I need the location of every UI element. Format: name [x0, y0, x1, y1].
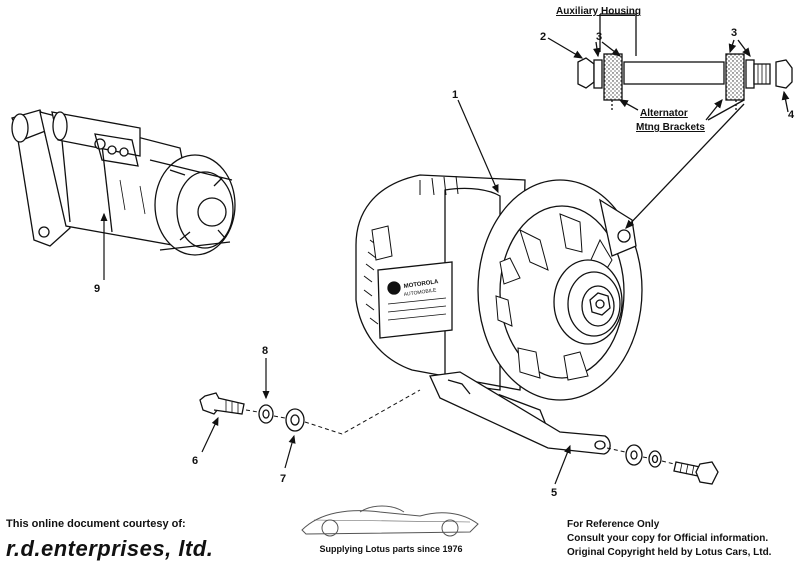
callout-numbers: 1 2 3 3 4 5 6 7 8 9 — [94, 27, 795, 499]
callout-3-right: 3 — [731, 27, 737, 39]
inset-brackets-line2: Mtng Brackets — [636, 122, 705, 133]
lock-washer-8 — [258, 404, 274, 424]
callout-5: 5 — [551, 487, 557, 499]
company-name: r.d.enterprises, ltd. — [6, 536, 214, 561]
mounting-bracket — [429, 371, 611, 455]
reference-line-2: Consult your copy for Official informati… — [567, 533, 769, 544]
inset-title: Auxiliary Housing — [556, 6, 641, 17]
courtesy-text: This online document courtesy of: — [6, 518, 186, 530]
callout-1: 1 — [452, 89, 458, 101]
callout-8: 8 — [262, 345, 268, 357]
nameplate-sub: AUTOMOBILE — [403, 287, 437, 298]
footer-reference-block: For Reference Only Consult your copy for… — [567, 518, 800, 560]
callout-7: 7 — [280, 473, 286, 485]
footer-courtesy-block: This online document courtesy of: r.d.en… — [6, 518, 246, 562]
footer-logo-block: Supplying Lotus parts since 1976 — [296, 508, 486, 554]
lock-washer-right — [648, 450, 662, 468]
bolt-6 — [199, 392, 245, 415]
callout-9: 9 — [94, 283, 100, 295]
assembly-lines — [245, 389, 675, 465]
race-car-logo — [301, 505, 479, 537]
callout-3-left: 3 — [596, 31, 602, 43]
callout-leaders — [100, 99, 571, 485]
nameplate-brand: MOTOROLA — [403, 279, 439, 290]
plain-washer-7 — [285, 408, 305, 432]
inset-brackets-line1: Alternator — [640, 108, 688, 119]
bolt-right — [673, 461, 719, 485]
slogan-text: Supplying Lotus parts since 1976 — [319, 544, 463, 554]
auxiliary-housing-inset — [547, 13, 793, 229]
callout-4: 4 — [788, 109, 795, 121]
right-fasteners — [625, 444, 719, 485]
reference-line-3: Original Copyright held by Lotus Cars, L… — [567, 547, 772, 558]
alternator: MOTOROLA AUTOMOBILE — [355, 174, 643, 431]
plain-washer-right — [625, 444, 643, 466]
left-fasteners — [199, 392, 305, 432]
callout-6: 6 — [192, 455, 198, 467]
reference-line-1: For Reference Only — [567, 519, 660, 530]
starter-motor — [11, 109, 236, 256]
callout-2: 2 — [540, 31, 546, 43]
